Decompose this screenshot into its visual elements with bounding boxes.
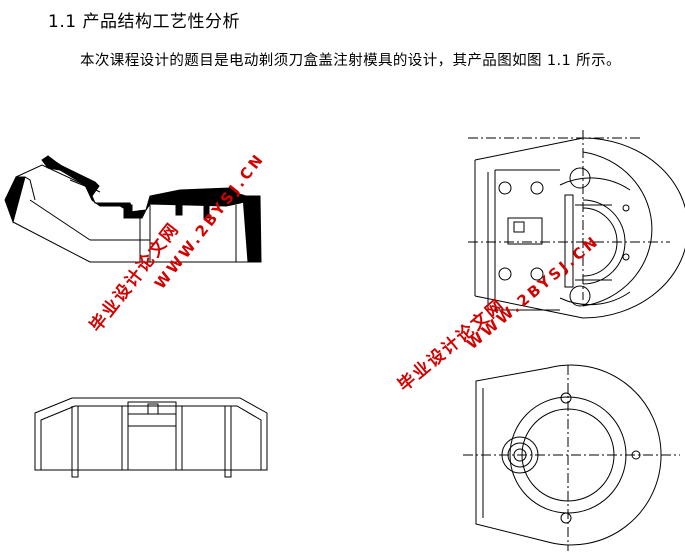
watermark-right: 毕业设计论文网 WWW.2BYSJ.CN <box>394 231 603 395</box>
section-number: 1.1 <box>48 12 77 32</box>
watermark-right-url: WWW.2BYSJ.CN <box>463 231 603 353</box>
front-view-drawing <box>34 397 268 478</box>
watermark-left: 毕业设计论文网 WWW.2BYSJ.CN <box>85 149 268 336</box>
section-heading: 1.1 产品结构工艺性分析 <box>48 7 240 32</box>
body-paragraph: 本次课程设计的题目是电动剃须刀盒盖注射模具的设计，其产品图如图 1.1 所示。 <box>80 53 621 69</box>
section-view-drawing <box>4 155 262 263</box>
section-title: 产品结构工艺性分析 <box>82 12 240 32</box>
top-view-drawing <box>468 130 685 319</box>
watermark-right-cn: 毕业设计论文网 <box>394 294 509 396</box>
bottom-view-drawing <box>463 364 680 551</box>
